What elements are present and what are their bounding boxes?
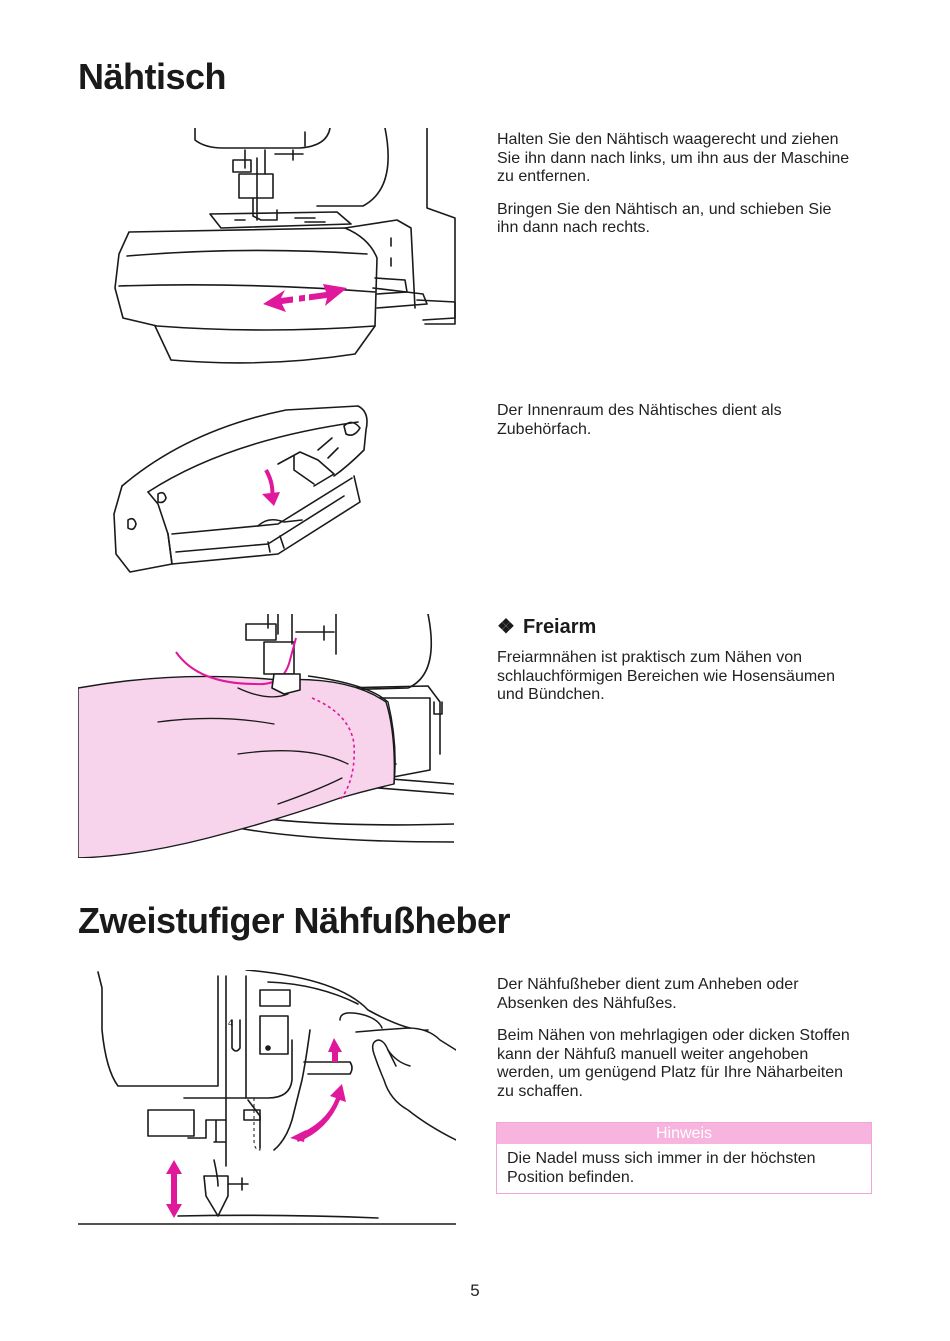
naehtisch-para-remove: Halten Sie den Nähtisch waagerecht und z… [497, 131, 850, 185]
note-text: Die Nadel muss sich immer in der höchste… [507, 1150, 816, 1186]
free-arm-illustration [78, 614, 454, 858]
freiarm-heading: ❖ Freiarm [497, 614, 596, 639]
naehfussheber-para-thick: Beim Nähen von mehrlagigen oder dicken S… [497, 1027, 850, 1100]
page-number: 5 [470, 1281, 480, 1300]
presser-foot-lifter-illustration: 4 [78, 970, 456, 1225]
note-heading: Hinweis [497, 1123, 871, 1144]
accessory-compartment-illustration [113, 405, 368, 573]
naehfussheber-para-lift: Der Nähfußheber dient zum Anheben oder A… [497, 976, 799, 1012]
extension-table-illustration [114, 128, 456, 364]
compartment-para: Der Innenraum des Nähtisches dient als Z… [497, 402, 782, 438]
naehtisch-para-attach: Bringen Sie den Nähtisch an, und schiebe… [497, 200, 832, 237]
freiarm-description: Freiarmnähen ist praktisch zum Nähen von… [497, 649, 857, 719]
diamond-bullet-icon: ❖ [497, 616, 515, 638]
compartment-description: Der Innenraum des Nähtisches dient als Z… [497, 402, 857, 453]
section-title-naehtisch: Nähtisch [78, 56, 227, 97]
freiarm-para: Freiarmnähen ist praktisch zum Nähen von… [497, 649, 835, 703]
naehtisch-instructions: Halten Sie den Nähtisch waagerecht und z… [497, 131, 857, 252]
freiarm-title: Freiarm [522, 616, 597, 638]
lever-mark-label: 4 [228, 1018, 233, 1028]
note-box: Hinweis Die Nadel muss sich immer in der… [496, 1122, 872, 1194]
section-title-naehfussheber: Zweistufiger Nähfußheber [78, 900, 511, 941]
naehfussheber-instructions: Der Nähfußheber dient zum Anheben oder A… [497, 976, 857, 1115]
